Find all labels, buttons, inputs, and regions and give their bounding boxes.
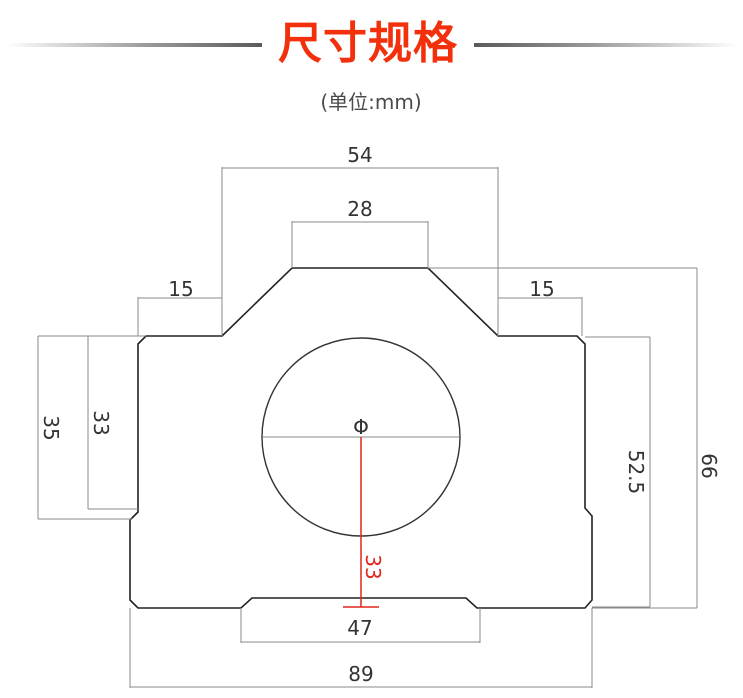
dim-label-diameter: Φ bbox=[353, 415, 369, 439]
title-decoration-left bbox=[6, 43, 262, 47]
dim-label-right-step: 15 bbox=[529, 277, 554, 301]
dim-label-left-outer-height: 35 bbox=[39, 415, 63, 440]
dim-label-left-inner-height: 33 bbox=[89, 410, 113, 435]
header: 尺寸规格 bbox=[0, 0, 743, 80]
page-title: 尺寸规格 bbox=[278, 18, 458, 69]
title-decoration-right bbox=[474, 43, 737, 47]
dim-label-left-step: 15 bbox=[168, 277, 193, 301]
dim-label-top-flat: 28 bbox=[347, 197, 372, 221]
dim-label-bottom-flat: 47 bbox=[347, 616, 372, 640]
dim-label-right-height: 52.5 bbox=[624, 450, 648, 495]
dim-label-center-height: 33 bbox=[361, 554, 385, 579]
dim-label-top-width: 54 bbox=[347, 143, 372, 167]
dim-label-total-width: 89 bbox=[348, 662, 373, 686]
unit-note: (单位:mm) bbox=[320, 90, 422, 114]
dim-label-total-height: 66 bbox=[697, 453, 721, 478]
